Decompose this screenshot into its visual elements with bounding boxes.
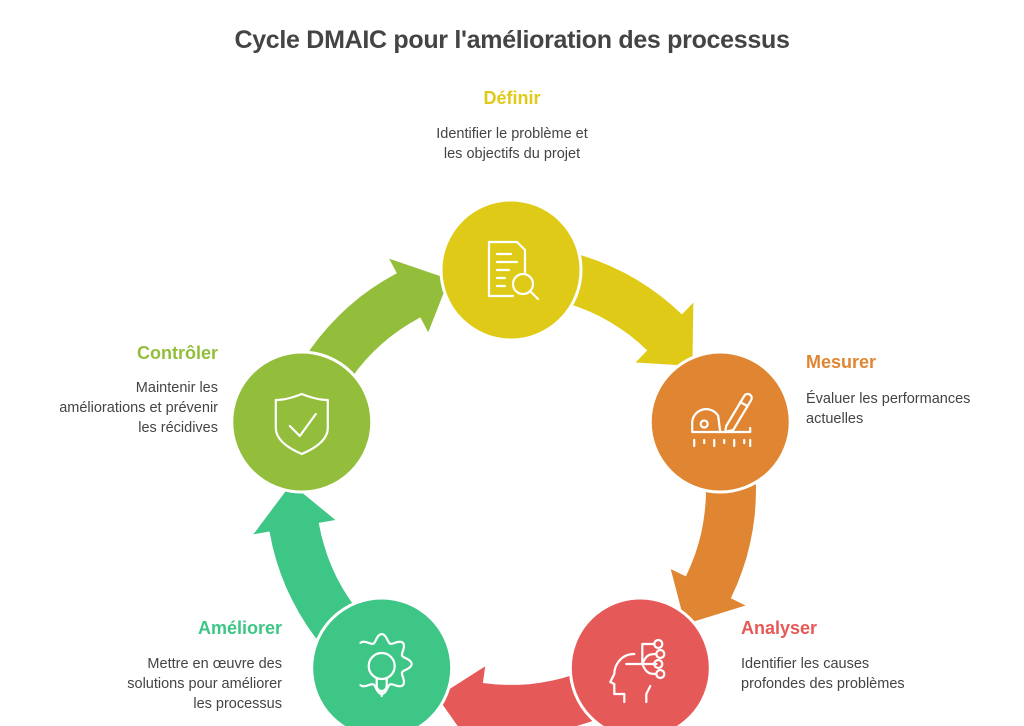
description-line: profondes des problèmes	[741, 676, 905, 692]
step-circle-ameliorer	[310, 596, 454, 726]
step-circle-mesurer	[648, 350, 792, 494]
tape-measure-pencil-icon	[691, 392, 753, 448]
description-line: les objectifs du projet	[443, 146, 581, 162]
step-node-controler	[230, 350, 374, 494]
step-label-definir: Définir	[483, 88, 541, 108]
shield-check-icon	[274, 392, 329, 456]
step-node-mesurer	[648, 350, 792, 494]
description-line: les processus	[193, 696, 282, 712]
head-network-icon	[609, 638, 666, 704]
description-line: Identifier les causes	[741, 656, 870, 672]
step-circle-controler	[230, 350, 374, 494]
description-line: Mettre en œuvre des	[147, 656, 282, 672]
document-search-icon	[487, 240, 540, 301]
description-line: Évaluer les performances	[806, 391, 971, 407]
step-label-ameliorer: Améliorer	[197, 618, 282, 638]
step-circle-definir	[439, 198, 583, 342]
step-circle-analyser	[568, 596, 712, 726]
step-label-mesurer: Mesurer	[806, 352, 877, 372]
step-node-analyser	[568, 596, 712, 726]
step-label-controler: Contrôler	[137, 343, 218, 363]
description-line: Identifier le problème et	[436, 126, 588, 142]
step-description-definir: Identifier le problème et les objectifs …	[362, 124, 662, 164]
step-label-analyser: Analyser	[741, 618, 818, 638]
description-line: les récidives	[138, 420, 218, 436]
description-line: actuelles	[806, 411, 864, 427]
step-node-ameliorer	[310, 596, 454, 726]
description-line: améliorations et prévenir	[59, 400, 218, 416]
diagram-title: Cycle DMAIC pour l'amélioration des proc…	[234, 26, 790, 54]
step-description-analyser: Identifier les causes profondes des prob…	[741, 654, 981, 694]
step-node-definir	[439, 198, 583, 342]
gear-lightbulb-icon	[359, 633, 413, 698]
step-description-ameliorer: Mettre en œuvre des solutions pour améli…	[62, 654, 282, 714]
step-circles	[230, 198, 792, 726]
description-line: Maintenir les	[135, 380, 218, 396]
step-description-mesurer: Évaluer les performances actuelles	[806, 389, 1016, 429]
description-line: solutions pour améliorer	[127, 676, 282, 692]
step-description-controler: Maintenir les améliorations et prévenir …	[0, 378, 218, 438]
